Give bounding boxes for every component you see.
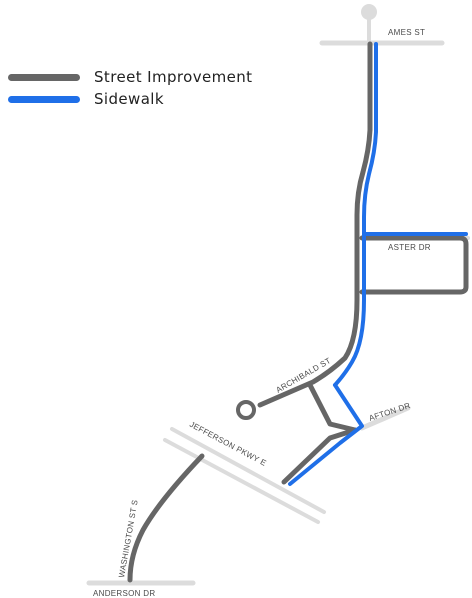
legend-label: Street Improvement [94,68,253,86]
washington-st-improvement [127,453,205,583]
ames-archibald-improvement [257,41,373,408]
street-improvement-routes [127,41,469,583]
anderson-dr-label: ANDERSON DR [93,589,155,598]
sidewalk-swatch [8,95,80,103]
afton-dr-road [359,405,411,431]
street-improvement-swatch [8,73,80,81]
aster-loop-improvement [359,235,469,295]
legend-item-sidewalk: Sidewalk [8,88,252,110]
afton-jefferson-sidewalk [288,383,364,486]
afton-jefferson-improvement [281,427,358,485]
ames-st-cul-de-sac [361,4,377,20]
jefferson-pkwy-road-2 [163,438,320,524]
aster-dr-label: ASTER DR [388,243,431,252]
legend-label: Sidewalk [94,90,164,108]
map-legend: Street Improvement Sidewalk [8,66,252,110]
archibald-afton-improvement [307,382,358,433]
legend-item-street-improvement: Street Improvement [8,66,252,88]
ames-aster-sidewalk [333,42,378,387]
jefferson-pkwy-road-1 [170,427,326,514]
archibald-cul-de-sac [236,400,256,420]
ames-st-label: AMES ST [388,28,425,37]
sidewalk-routes [288,42,468,486]
